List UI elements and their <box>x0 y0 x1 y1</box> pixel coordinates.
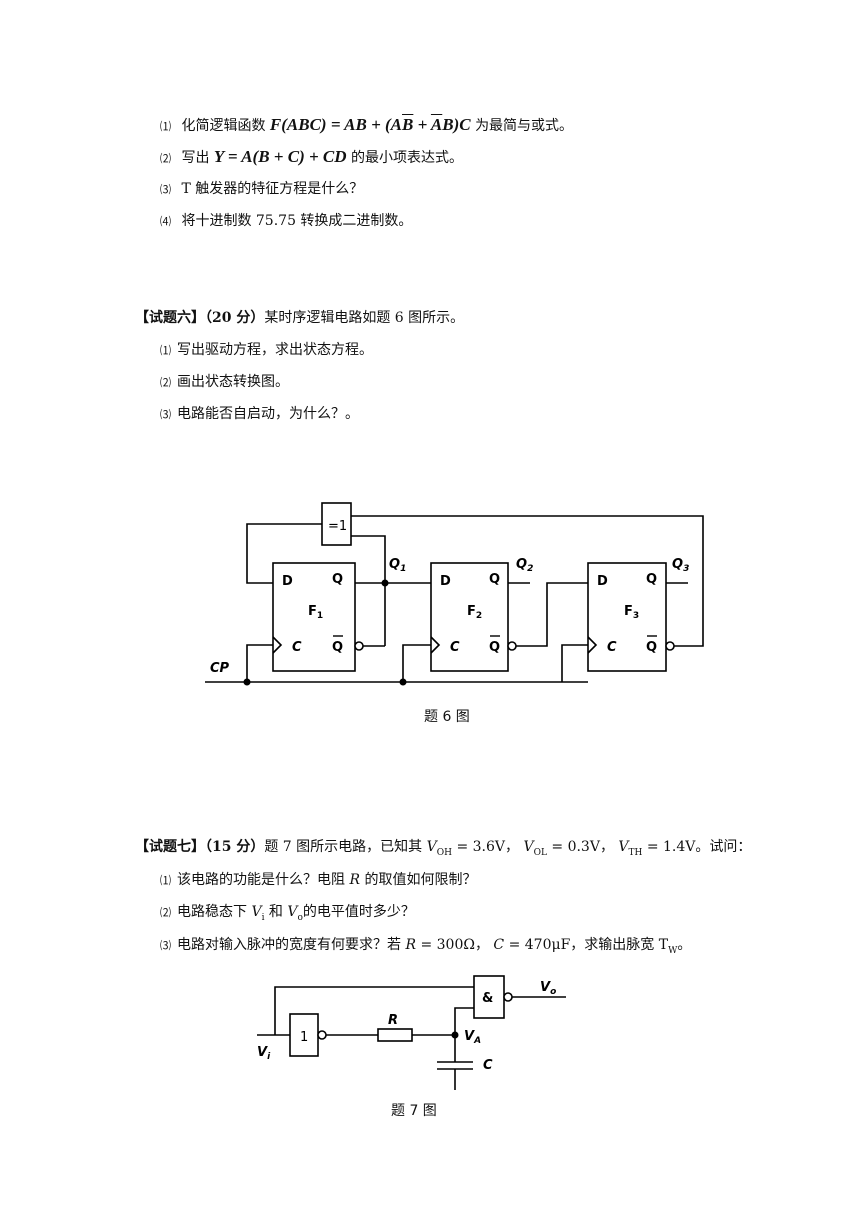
s5-item-1-pre: 化简逻辑函数 <box>181 118 266 134</box>
s5-item-4: ⑷ 将十进制数 75.75 转换成二进制数。 <box>160 213 413 229</box>
s6-heading: 【试题六】（20 分）某时序逻辑电路如题 6 图所示。 <box>135 309 464 327</box>
and-label: & <box>482 991 493 1006</box>
s6-item-1: ⑴写出驱动方程，求出状态方程。 <box>160 342 373 358</box>
fig6-caption: 题 6 图 <box>424 709 470 725</box>
q3-label: Q3 <box>672 557 689 574</box>
svg-text:Q: Q <box>489 640 500 655</box>
r-label: R <box>388 1013 398 1028</box>
svg-text:C: C <box>607 640 617 655</box>
cp-label: CP <box>210 661 230 676</box>
svg-text:C: C <box>450 640 460 655</box>
s5-item-2: ⑵ 写出 Y = A(B + C) + CD 的最小项表达式。 <box>160 147 463 167</box>
svg-text:Q: Q <box>332 572 343 587</box>
ff1-box <box>272 562 356 672</box>
ff1-label: F1 <box>308 604 323 621</box>
xor-gate <box>321 502 352 546</box>
svg-text:D: D <box>440 574 451 589</box>
s7-item-2: ⑵电路稳态下 Vi 和 Vo的电平值时多少？ <box>160 904 415 923</box>
and-gate <box>473 975 505 1019</box>
vi-label: Vi <box>257 1045 271 1062</box>
s7-points: （15 分） <box>205 839 265 855</box>
svg-text:Q: Q <box>489 572 500 587</box>
s7-title: 【试题七】 <box>135 839 205 855</box>
s7-item-3: ⑶电路对输入脉冲的宽度有何要求？若 R = 300Ω， C = 470μF，求输… <box>160 937 692 956</box>
svg-text:C: C <box>292 640 302 655</box>
fig7-caption: 题 7 图 <box>391 1103 437 1119</box>
s5-item-2-post: 的最小项表达式。 <box>351 150 463 166</box>
ff3-box <box>587 562 667 672</box>
s7-item-1: ⑴该电路的功能是什么？电阻 R 的取值如何限制？ <box>160 872 477 888</box>
s5-item-2-pre: 写出 <box>181 150 210 166</box>
svg-text:D: D <box>282 574 293 589</box>
s5-item-1: ⑴ 化简逻辑函数 F(ABC) = AB + (AB + AB)C 为最简与或式… <box>160 115 574 135</box>
q1-label: Q1 <box>389 557 406 574</box>
q2-label: Q2 <box>516 557 533 574</box>
svg-text:Q: Q <box>646 572 657 587</box>
ff2-box <box>430 562 509 672</box>
s6-title: 【试题六】 <box>135 310 205 326</box>
c-label: C <box>483 1058 493 1073</box>
ff3-label: F3 <box>624 604 639 621</box>
resistor <box>377 1028 413 1042</box>
ff2-label: F2 <box>467 604 482 621</box>
va-label: VA <box>464 1029 481 1046</box>
s6-item-3: ⑶电路能否自启动，为什么？。 <box>160 406 359 422</box>
s5-item-2-formula: Y = A(B + C) + CD <box>213 147 347 166</box>
s7-heading: 【试题七】（15 分）题 7 图所示电路，已知其 VOH = 3.6V， VOL… <box>135 839 752 858</box>
s6-item-2: ⑵画出状态转换图。 <box>160 374 289 390</box>
s5-item-3: ⑶ T 触发器的特征方程是什么？ <box>160 181 364 197</box>
s5-item-1-formula: F(ABC) = AB + (AB + AB)C <box>269 115 471 134</box>
not-gate <box>289 1013 319 1057</box>
xor-label: =1 <box>328 519 347 534</box>
svg-text:Q: Q <box>332 640 343 655</box>
vo-label: Vo <box>540 980 556 997</box>
s5-item-1-post: 为最简与或式。 <box>475 118 574 134</box>
s6-points: （20 分） <box>205 310 265 326</box>
svg-text:Q: Q <box>646 640 657 655</box>
svg-text:D: D <box>597 574 608 589</box>
not-label: 1 <box>300 1030 308 1045</box>
s6-intro: 某时序逻辑电路如题 6 图所示。 <box>264 310 465 326</box>
